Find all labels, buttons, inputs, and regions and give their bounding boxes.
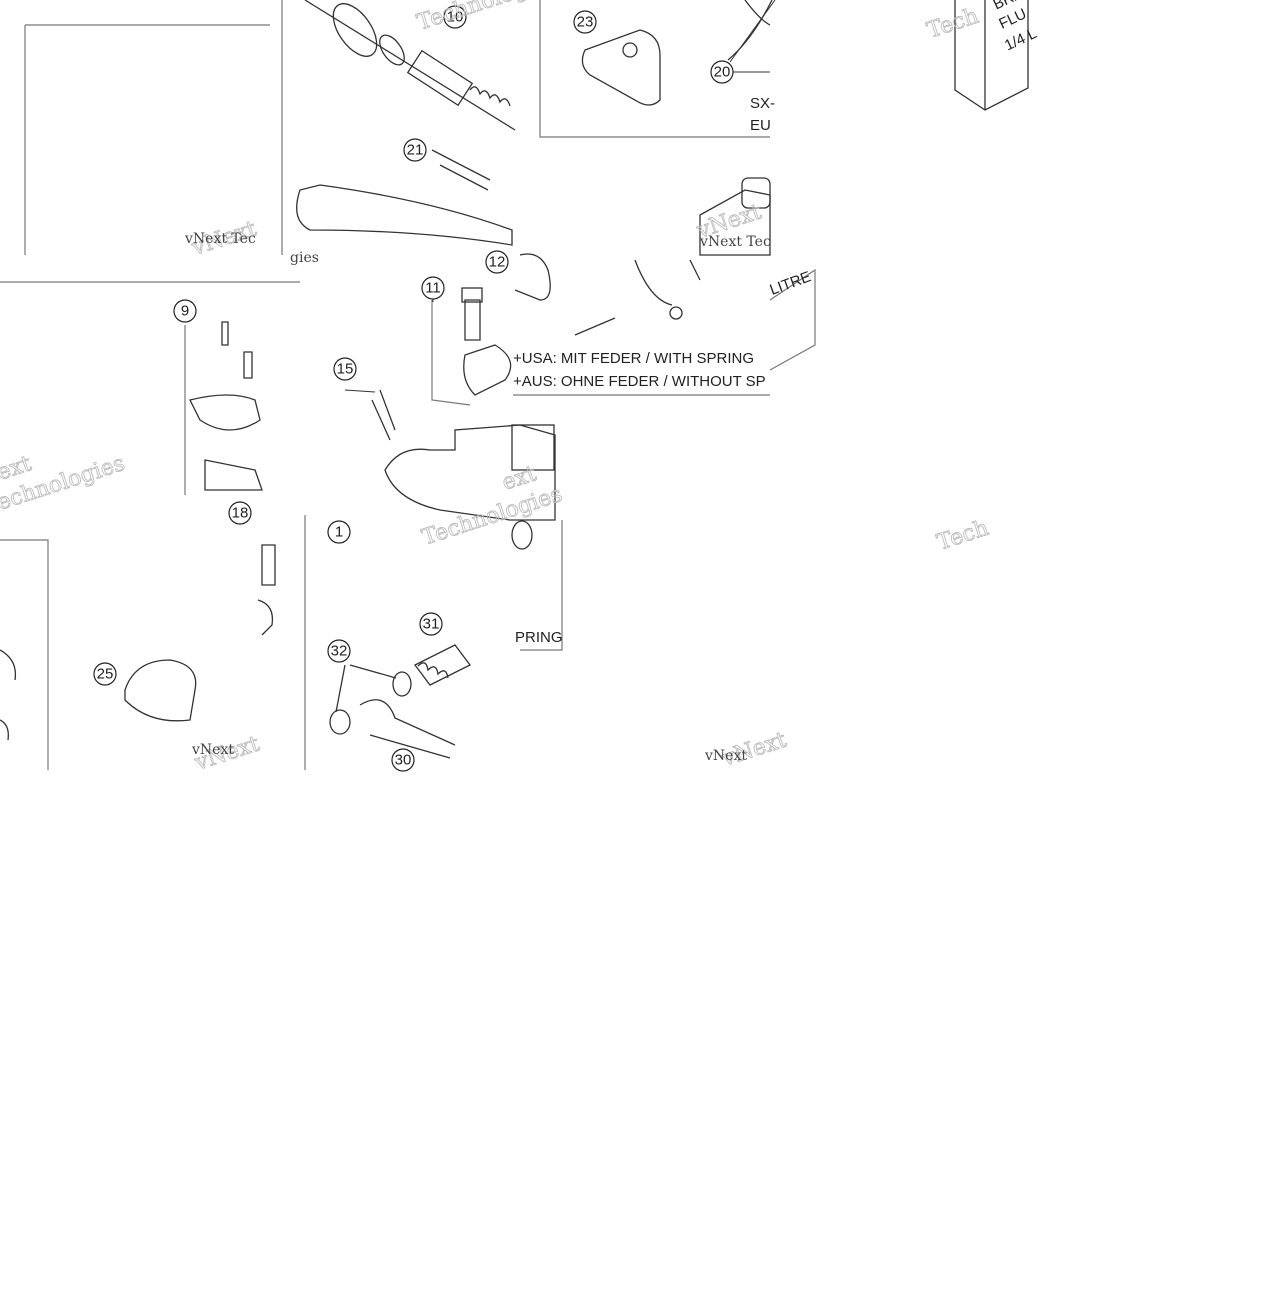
callout-30: 30: [391, 748, 415, 772]
callout-label: 15: [337, 361, 354, 378]
piston-kit: [304, 0, 516, 131]
watermark: Technologies: [419, 482, 565, 551]
frame-line: [769, 268, 816, 371]
watermarks: Technologies Tech vNext vNext Tec gies v…: [0, 0, 992, 776]
bottle-label: BRA FLU 1/4 L: [991, 0, 1040, 54]
adjuster-and-lever: [296, 149, 513, 246]
callout-18: 18: [228, 501, 252, 525]
watermark: Technologies: [414, 0, 560, 36]
panel-frames: [0, 0, 816, 770]
watermark: vNext Tec: [699, 234, 771, 250]
callout-label: 30: [395, 752, 412, 769]
callout-23: 23: [573, 10, 597, 34]
watermark: vNext: [704, 748, 747, 764]
callout-12: 12: [485, 250, 509, 274]
callout-9: 9: [173, 299, 197, 323]
callout-label: 25: [97, 666, 114, 683]
note-aus: +AUS: OHNE FEDER / WITHOUT SP: [513, 373, 766, 390]
callout-label: 11: [425, 280, 441, 297]
clamp-parts: [0, 394, 274, 741]
callout-label: 20: [714, 64, 731, 81]
callout-label: 31: [423, 616, 440, 633]
callout-label: 21: [407, 142, 424, 159]
variant-notes: +USA: MIT FEDER / WITH SPRING +AUS: OHNE…: [513, 95, 775, 646]
note-spring-fragment: PRING: [515, 629, 563, 646]
lever-guard: [581, 0, 773, 106]
frame-line: [431, 300, 471, 406]
watermark: gies: [290, 250, 319, 266]
reservoir-litre-label: LITRE: [768, 268, 814, 299]
note-usa: +USA: MIT FEDER / WITH SPRING: [513, 350, 754, 367]
callout-11: 11: [421, 276, 445, 300]
master-cylinder-body: [371, 389, 556, 550]
callout-label: 18: [232, 505, 249, 522]
callout-label: 1: [335, 524, 343, 541]
callouts: 1 9 10 11 12 15 18 20 21 23 25 30 31 32: [93, 5, 734, 772]
callout-20: 20: [710, 60, 734, 84]
callout-25: 25: [93, 662, 117, 686]
banjo-hose-assembly: [329, 644, 471, 759]
callout-label: 12: [489, 254, 506, 271]
note-eu-fragment: EU: [750, 117, 771, 134]
callout-label: 23: [577, 14, 594, 31]
watermark: Tech: [934, 516, 992, 556]
callout-1: 1: [327, 520, 351, 544]
callout-15: 15: [333, 357, 357, 381]
callout-label: 10: [447, 9, 464, 26]
screws: [221, 321, 276, 586]
callout-10: 10: [443, 5, 467, 29]
watermark: vNext Tec: [184, 231, 256, 247]
callout-21: 21: [403, 138, 427, 162]
bolts-and-spring: [461, 253, 616, 396]
callout-label: 32: [331, 643, 348, 660]
reservoir: [634, 177, 771, 320]
callout-32: 32: [327, 639, 351, 663]
brake-fluid-bottle: [954, 0, 1029, 111]
callout-label: 9: [181, 303, 189, 320]
watermark: vNext: [191, 742, 234, 758]
frame-line: [520, 520, 563, 651]
frame-line: [0, 539, 49, 770]
note-sx-fragment: SX-: [750, 95, 775, 112]
callout-31: 31: [419, 612, 443, 636]
frame-line: [539, 0, 770, 138]
leader-lines: [344, 0, 776, 393]
watermark: Tech: [924, 4, 982, 44]
